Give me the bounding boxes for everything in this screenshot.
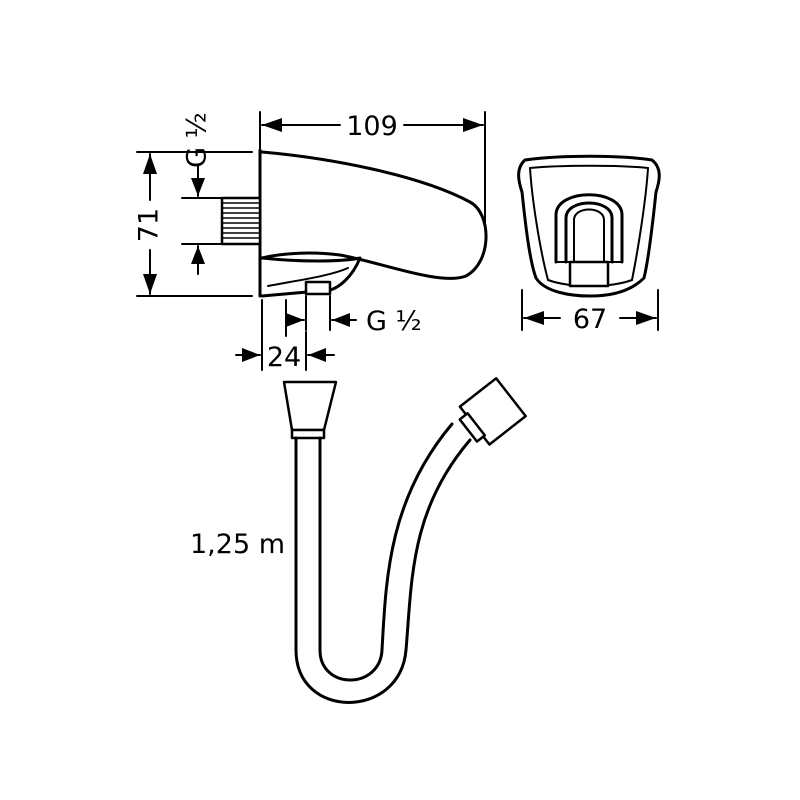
arrow-24-right [308, 348, 326, 362]
dimension-24: 24 [235, 299, 335, 373]
bottom-connector [304, 280, 332, 296]
holder-inner-2 [573, 208, 605, 263]
outlet-body [260, 150, 488, 280]
label-hose-length: 1,25 m [190, 529, 285, 560]
arrow-down [143, 274, 157, 294]
arrow-bottom-right [286, 313, 304, 327]
arrow-thread-up [191, 246, 205, 264]
label-67: 67 [573, 304, 607, 335]
dimension-thread-top: G ½ [181, 112, 223, 275]
dimension-67: 67 [521, 289, 659, 335]
arrow-24-left [242, 348, 260, 362]
side-view [220, 148, 488, 298]
outlet-lower-body [260, 256, 362, 298]
hose-inner [318, 422, 454, 682]
arrow-right [463, 118, 483, 132]
dimension-71: 71 [134, 151, 253, 297]
front-left-edge [529, 167, 549, 281]
hose-cone-left [282, 380, 338, 432]
arrow-up [143, 154, 157, 174]
holder-outer [554, 193, 624, 264]
outlet-inner-curve [267, 267, 349, 287]
arrow-thread-down [191, 178, 205, 196]
arrow-67-right [636, 311, 656, 325]
label-thread-top: G ½ [182, 112, 213, 168]
arrow-left [262, 118, 282, 132]
arrow-bottom-left [332, 313, 350, 327]
front-top-edge [529, 164, 649, 169]
label-109: 109 [346, 111, 398, 142]
shower-hose: 1,25 m [190, 377, 527, 704]
label-24: 24 [267, 342, 301, 373]
front-right-edge [631, 167, 649, 281]
label-thread-bottom: G ½ [366, 306, 422, 337]
front-view [517, 154, 661, 298]
holder-base [568, 260, 610, 288]
label-71: 71 [134, 208, 165, 242]
holder-inner [564, 201, 614, 264]
hose-cone-ring [290, 428, 326, 440]
thread-inlet [220, 196, 262, 246]
hose-end-right [458, 377, 527, 446]
dimension-109: 109 [259, 111, 486, 229]
arrow-67-left [524, 311, 544, 325]
front-outline [517, 154, 661, 298]
dimension-thread-bottom: G ½ [286, 295, 422, 337]
hose-outer [294, 436, 472, 704]
